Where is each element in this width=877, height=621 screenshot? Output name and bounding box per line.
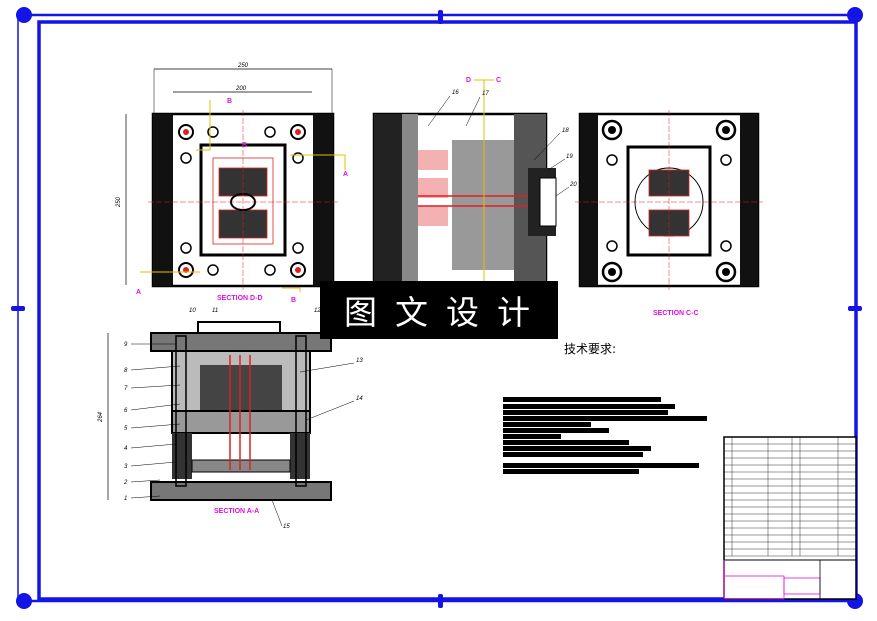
corner-marker-bl [16, 593, 32, 609]
center-marker-right [848, 306, 862, 311]
part-10: 10 [189, 308, 196, 314]
part-11: 11 [212, 308, 218, 314]
part-3: 3 [124, 464, 128, 470]
part-15: 15 [283, 524, 290, 530]
tech-line [503, 440, 629, 445]
part-9: 9 [124, 342, 128, 348]
part-14: 14 [356, 396, 363, 402]
part-12: 12 [314, 308, 321, 314]
part-2: 2 [123, 480, 128, 486]
tech-line [503, 404, 675, 409]
center-marker-top [438, 10, 443, 24]
dim-width-inner: 200 [235, 86, 247, 92]
part-16: 16 [452, 90, 459, 96]
center-marker-bottom [438, 594, 443, 608]
view-section-middle: D C 16 17 18 19 20 [372, 77, 577, 290]
part-18: 18 [562, 128, 569, 134]
view-section-dd: 250 200 250 B B A A B SECTIO [116, 63, 348, 304]
tech-line [503, 446, 651, 451]
part-1: 1 [124, 496, 127, 502]
part-7: 7 [124, 386, 128, 392]
part-13: 13 [356, 358, 363, 364]
tech-line [503, 434, 561, 439]
tech-line [503, 452, 643, 457]
tech-requirements-title: 技术要求: [564, 342, 617, 356]
dim-width-outer: 250 [237, 63, 249, 69]
label-section-dd: SECTION D-D [217, 295, 263, 302]
part-6: 6 [124, 408, 128, 414]
svg-text:B: B [227, 98, 232, 105]
center-marker-left [11, 306, 25, 311]
svg-text:B: B [291, 297, 296, 304]
tech-line [503, 416, 707, 421]
part-5: 5 [124, 426, 128, 432]
tech-line [503, 422, 591, 427]
tech-line [503, 463, 699, 468]
svg-text:D: D [466, 77, 471, 84]
dim-height-left: 250 [116, 196, 122, 208]
tech-line [503, 428, 609, 433]
watermark-banner: 图文设计 [320, 281, 558, 339]
svg-text:A: A [343, 171, 348, 178]
part-4: 4 [124, 446, 128, 452]
tech-line [503, 410, 668, 415]
tech-line [503, 397, 661, 402]
view-section-cc: SECTION C-C [575, 110, 763, 317]
svg-text:B: B [242, 142, 247, 149]
part-8: 8 [124, 368, 128, 374]
corner-marker-tl [16, 7, 32, 23]
corner-marker-tr [847, 7, 863, 23]
label-section-aa: SECTION A-A [214, 508, 259, 515]
part-19: 19 [566, 154, 573, 160]
dim-height-aa: 264 [98, 411, 104, 423]
tech-line [503, 469, 639, 474]
view-section-aa: 264 SECTION A-A 10 11 9 8 7 6 5 4 3 2 1 … [98, 308, 363, 530]
svg-text:C: C [496, 77, 501, 84]
label-section-cc: SECTION C-C [653, 310, 699, 317]
part-20: 20 [569, 182, 577, 188]
title-block [723, 436, 857, 600]
svg-text:A: A [136, 289, 141, 296]
part-17: 17 [482, 91, 489, 97]
